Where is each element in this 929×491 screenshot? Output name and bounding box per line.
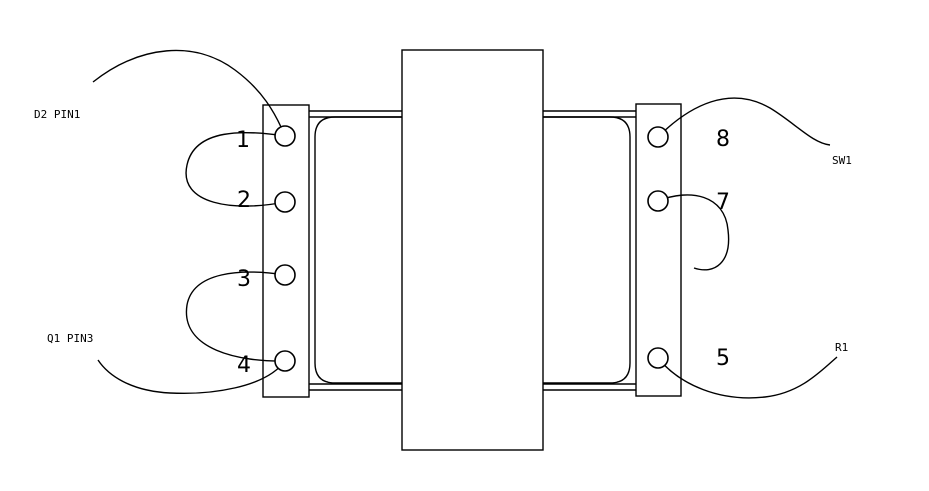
pin-4-label: 4 [237, 353, 251, 378]
label-d2-pin1: D2 PIN1 [34, 108, 80, 121]
pin-3-terminal [274, 264, 296, 286]
transformer-core [309, 110, 636, 391]
pin-2-label: 2 [237, 188, 251, 213]
wire-d2-pin1 [92, 49, 286, 137]
pin-4-terminal [274, 350, 296, 372]
pin-8-terminal [647, 126, 669, 148]
pin-7-terminal [647, 190, 669, 212]
wire-r1 [657, 356, 838, 399]
wire-sw1 [657, 97, 831, 146]
label-q1-pin3: Q1 PIN3 [47, 332, 93, 345]
pin-3-label: 3 [237, 267, 251, 292]
pin-5-label: 5 [716, 346, 730, 371]
right-terminal-strip [635, 103, 682, 397]
pin-8-label: 8 [716, 127, 730, 152]
pin-1-label: 1 [236, 128, 250, 153]
label-r1: R1 [835, 341, 848, 354]
pin-5-terminal [647, 347, 669, 369]
pins [274, 125, 669, 372]
wire-q1-pin3 [97, 359, 286, 395]
left-terminal-strip [262, 104, 310, 398]
wire-pin7-tail [657, 194, 730, 271]
wires [92, 49, 838, 399]
winding-bobbin [401, 49, 544, 451]
wire-loop-1-2 [185, 131, 286, 207]
pin-2-terminal [274, 191, 296, 213]
pin-7-label: 7 [716, 190, 730, 215]
pin-1-terminal [274, 125, 296, 147]
label-sw1: SW1 [832, 154, 852, 167]
wire-loop-3-4 [185, 271, 286, 362]
